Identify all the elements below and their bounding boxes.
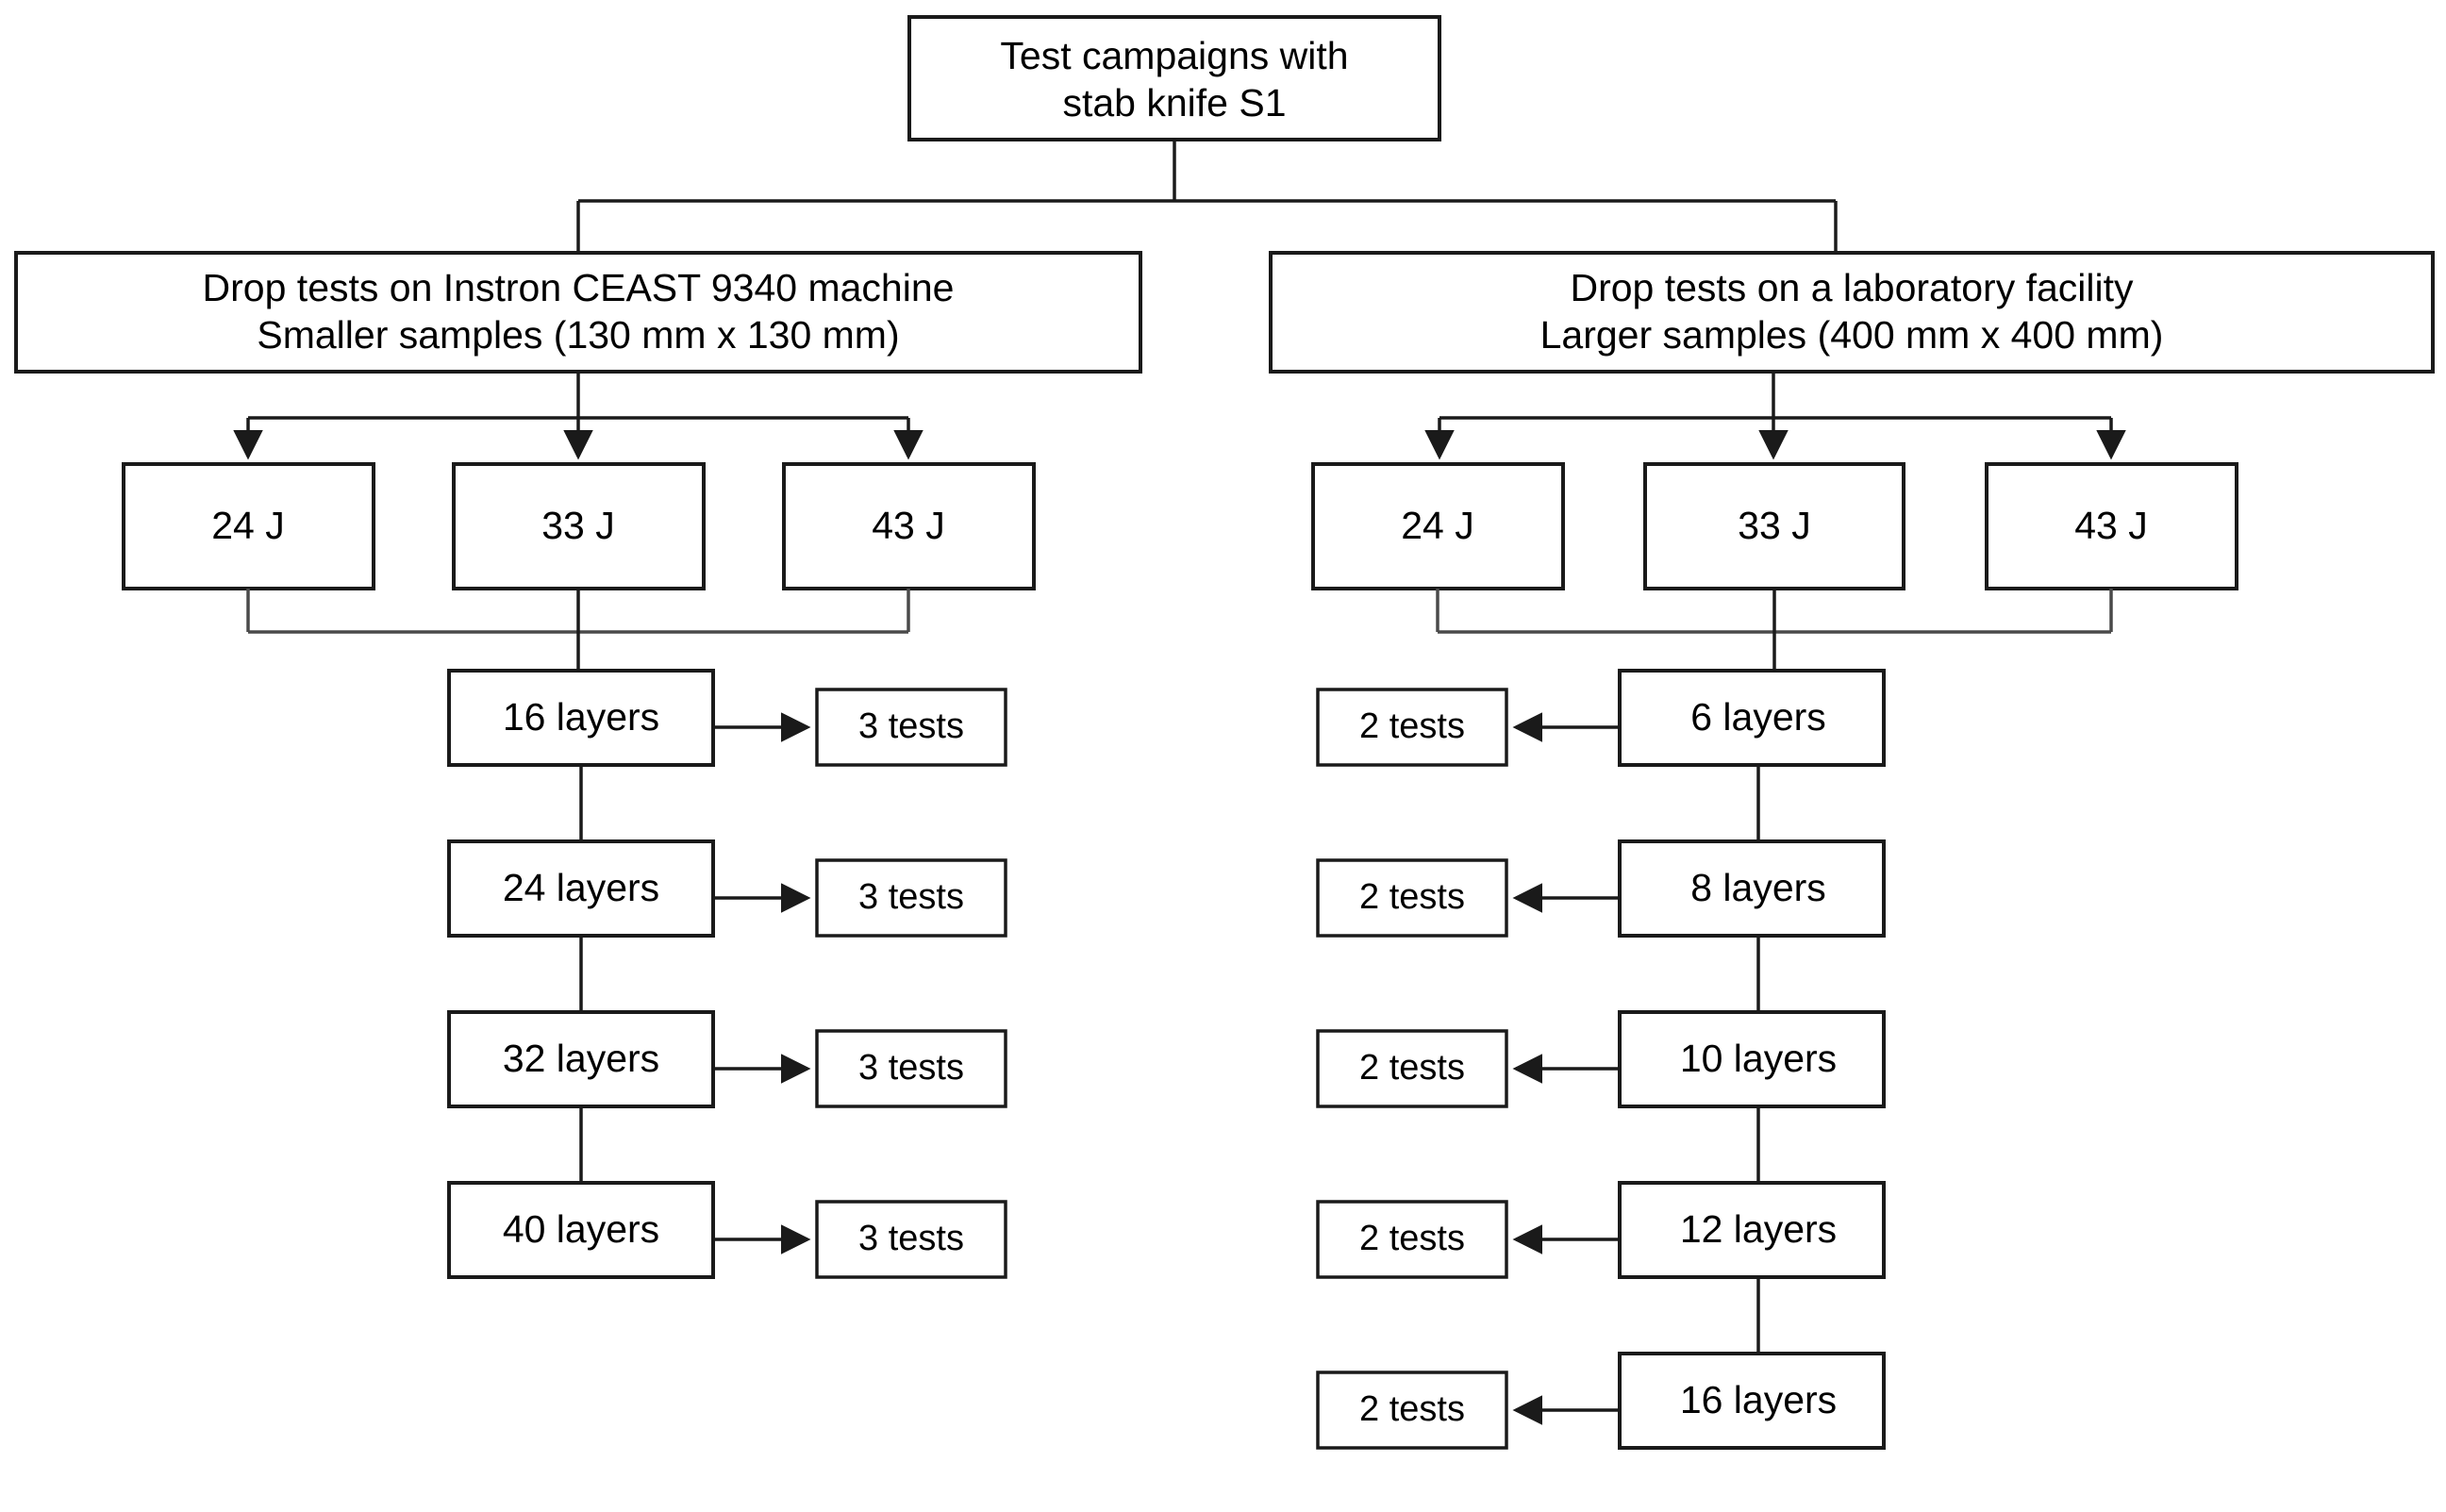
- laboratory-tests-1-label: 2 tests: [1359, 706, 1465, 746]
- node-instron-layers-16: 16 layers: [447, 669, 715, 767]
- node-instron-layers-24: 24 layers: [447, 839, 715, 938]
- root-label-line2: stab knife S1: [1062, 81, 1286, 125]
- instron-tests-1-box: [815, 688, 1007, 767]
- instron-layers-24-label: 24 layers: [503, 866, 659, 909]
- branch-instron-line1: Drop tests on Instron CEAST 9340 machine: [203, 266, 955, 309]
- laboratory-tests-5-box: [1316, 1371, 1508, 1450]
- laboratory-tests-3-box: [1316, 1029, 1508, 1108]
- node-laboratory-layers-10: 10 layers: [1618, 1010, 1886, 1108]
- laboratory-tests-4-box: [1316, 1200, 1508, 1279]
- node-laboratory-layers-16: 16 layers: [1618, 1352, 1886, 1450]
- node-instron-energy-33j: 33 J: [452, 462, 706, 590]
- branch-laboratory-line2: Larger samples (400 mm x 400 mm): [1540, 313, 2164, 357]
- node-instron-layers-40: 40 layers: [447, 1181, 715, 1279]
- instron-layers-32-label: 32 layers: [503, 1037, 659, 1080]
- laboratory-layers-6-label: 6 layers: [1690, 695, 1826, 739]
- laboratory-tests-5-label: 2 tests: [1359, 1389, 1465, 1429]
- node-laboratory-layers-12: 12 layers: [1618, 1181, 1886, 1279]
- instron-tests-3-label: 3 tests: [858, 1048, 964, 1088]
- node-laboratory-energy-33j: 33 J: [1643, 462, 1905, 590]
- laboratory-layers-10-label: 10 layers: [1680, 1037, 1837, 1080]
- laboratory-tests-1-box: [1316, 688, 1508, 767]
- node-root: Test campaigns with stab knife S1: [907, 15, 1441, 141]
- laboratory-layers-8-box: [1618, 839, 1886, 938]
- branch-laboratory-box: [1269, 251, 2435, 374]
- laboratory-layers-12-box: [1618, 1181, 1886, 1279]
- laboratory-layers-16-box: [1618, 1352, 1886, 1450]
- laboratory-tests-2-box: [1316, 858, 1508, 938]
- node-laboratory-energy-43j: 43 J: [1985, 462, 2238, 590]
- instron-tests-1-label: 3 tests: [858, 706, 964, 746]
- instron-energy-33j-label: 33 J: [541, 504, 615, 547]
- instron-layers-24-box: [447, 839, 715, 938]
- node-laboratory-layers-6: 6 layers: [1618, 669, 1886, 767]
- node-instron-energy-43j: 43 J: [782, 462, 1036, 590]
- instron-tests-2-box: [815, 858, 1007, 938]
- laboratory-energy-43j-label: 43 J: [2074, 504, 2148, 547]
- node-instron-layers-32: 32 layers: [447, 1010, 715, 1108]
- node-laboratory-tests-2: 2 tests: [1316, 858, 1508, 938]
- instron-tests-4-label: 3 tests: [858, 1219, 964, 1258]
- laboratory-tests-4-label: 2 tests: [1359, 1219, 1465, 1258]
- laboratory-tests-2-label: 2 tests: [1359, 877, 1465, 917]
- laboratory-energy-33j-label: 33 J: [1738, 504, 1811, 547]
- instron-energy-43j-label: 43 J: [872, 504, 945, 547]
- laboratory-layers-10-box: [1618, 1010, 1886, 1108]
- node-laboratory-tests-4: 2 tests: [1316, 1200, 1508, 1279]
- node-instron-tests-1: 3 tests: [815, 688, 1007, 767]
- instron-energy-24j-label: 24 J: [211, 504, 285, 547]
- node-branch-instron: Drop tests on Instron CEAST 9340 machine…: [14, 251, 1142, 374]
- node-laboratory-tests-3: 2 tests: [1316, 1029, 1508, 1108]
- branch-instron-line2: Smaller samples (130 mm x 130 mm): [257, 313, 899, 357]
- root-box: [907, 15, 1441, 141]
- node-laboratory-tests-5: 2 tests: [1316, 1371, 1508, 1450]
- instron-layers-40-label: 40 layers: [503, 1207, 659, 1251]
- instron-layers-40-box: [447, 1181, 715, 1279]
- laboratory-energy-24j-label: 24 J: [1401, 504, 1474, 547]
- instron-layers-16-label: 16 layers: [503, 695, 659, 739]
- node-instron-energy-24j: 24 J: [122, 462, 375, 590]
- laboratory-energy-24j-box: [1311, 462, 1565, 590]
- laboratory-energy-33j-box: [1643, 462, 1905, 590]
- laboratory-layers-8-label: 8 layers: [1690, 866, 1826, 909]
- root-label-line1: Test campaigns with: [1000, 34, 1348, 77]
- laboratory-layers-6-box: [1618, 669, 1886, 767]
- node-branch-laboratory: Drop tests on a laboratory facility Larg…: [1269, 251, 2435, 374]
- node-instron-tests-4: 3 tests: [815, 1200, 1007, 1279]
- laboratory-layers-16-label: 16 layers: [1680, 1378, 1837, 1421]
- instron-tests-4-box: [815, 1200, 1007, 1279]
- laboratory-energy-43j-box: [1985, 462, 2238, 590]
- node-instron-tests-3: 3 tests: [815, 1029, 1007, 1108]
- branch-laboratory-line1: Drop tests on a laboratory facility: [1570, 266, 2134, 309]
- node-laboratory-layers-8: 8 layers: [1618, 839, 1886, 938]
- node-laboratory-tests-1: 2 tests: [1316, 688, 1508, 767]
- laboratory-layers-12-label: 12 layers: [1680, 1207, 1837, 1251]
- node-instron-tests-2: 3 tests: [815, 858, 1007, 938]
- node-laboratory-energy-24j: 24 J: [1311, 462, 1565, 590]
- instron-tests-2-label: 3 tests: [858, 877, 964, 917]
- instron-tests-3-box: [815, 1029, 1007, 1108]
- laboratory-tests-3-label: 2 tests: [1359, 1048, 1465, 1088]
